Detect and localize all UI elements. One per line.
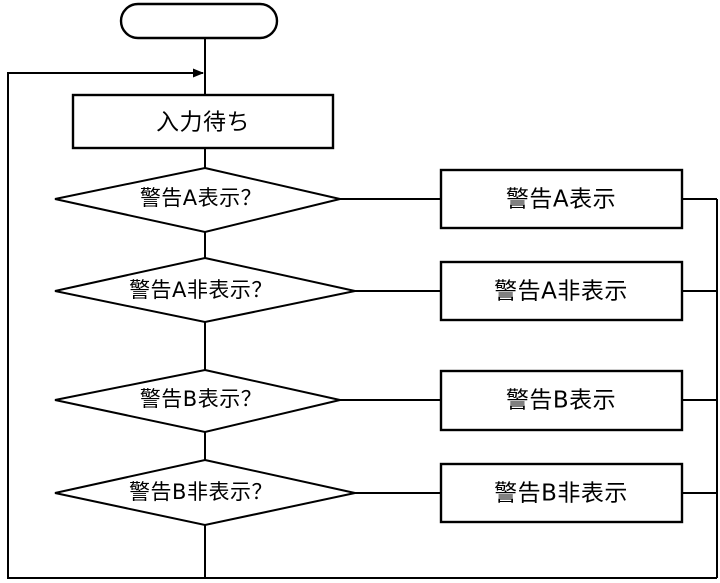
action-warning-b-show-label: 警告B表示	[506, 388, 616, 414]
decision-warning-a-show-label: 警告A表示？	[140, 186, 262, 210]
decision-warning-b-hide-label: 警告B非表示？	[129, 480, 273, 504]
decision-warning-a-hide[interactable]	[54, 256, 356, 324]
action-warning-a-show[interactable]	[439, 168, 684, 230]
decision-warning-a-show[interactable]	[54, 166, 341, 234]
action-warning-a-hide-label: 警告A非表示	[494, 279, 628, 305]
process-wait-for-input-label: 入力待ち	[156, 110, 250, 136]
process-wait-for-input[interactable]	[71, 93, 335, 150]
connector-loop-back	[7, 72, 205, 579]
action-warning-b-show[interactable]	[439, 369, 684, 432]
action-warning-a-show-label: 警告A表示	[506, 187, 616, 213]
action-warning-a-hide[interactable]	[439, 260, 684, 322]
decision-warning-a-hide-label: 警告A非表示？	[129, 278, 273, 302]
decision-warning-b-show[interactable]	[54, 368, 341, 434]
action-warning-b-hide[interactable]	[439, 462, 684, 524]
start-terminator[interactable]	[119, 2, 279, 40]
decision-warning-b-show-label: 警告B表示？	[140, 387, 262, 411]
action-warning-b-hide-label: 警告B非表示	[494, 481, 628, 507]
decision-warning-b-hide[interactable]	[54, 458, 356, 527]
